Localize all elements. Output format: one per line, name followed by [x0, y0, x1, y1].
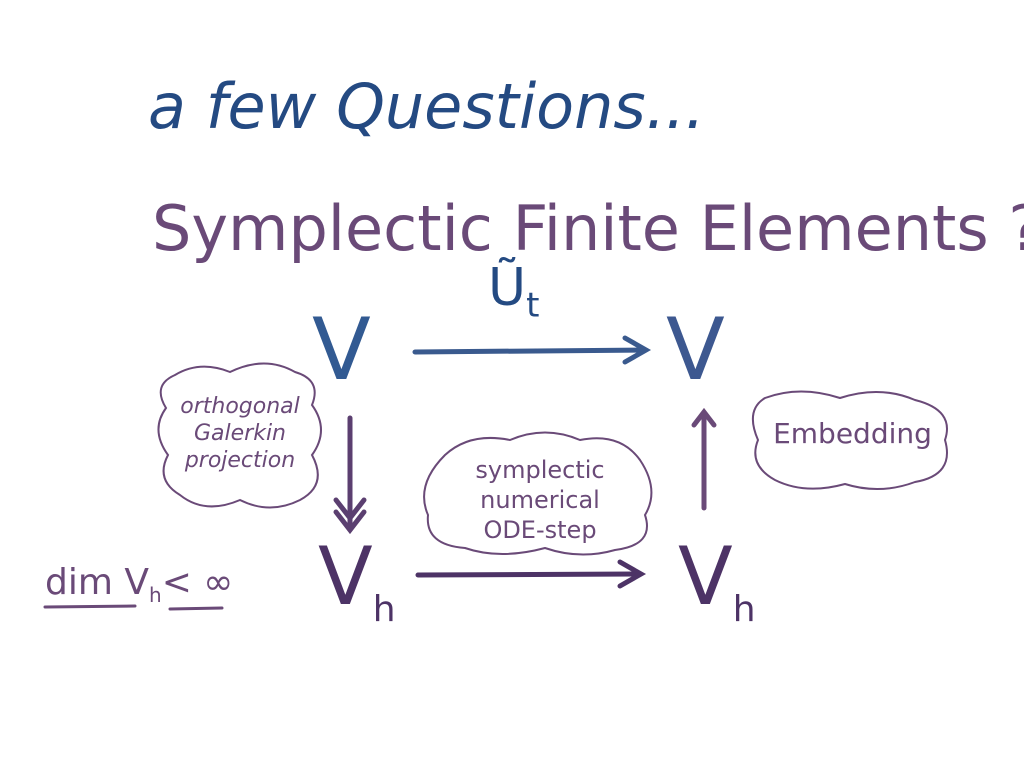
space-symbol: V: [678, 530, 733, 623]
slide-subtitle: Symplectic Finite Elements ?: [152, 192, 1024, 265]
cloud-line: Galerkin: [193, 421, 287, 446]
dim-underline-1: [43, 604, 137, 609]
space-subscript: h: [372, 589, 396, 630]
left-cloud-outline: [157, 362, 322, 509]
left-cloud-text: orthogonal Galerkin projection: [165, 393, 315, 474]
cloud-line: symplectic: [475, 456, 605, 484]
top-right-space: V: [666, 300, 725, 400]
cloud-line: Embedding: [773, 417, 932, 450]
up-arrow-embedding: [691, 407, 717, 511]
operator-subscript: t: [526, 285, 540, 326]
cloud-line: numerical: [480, 486, 600, 514]
cloud-line: ODE-step: [483, 516, 597, 544]
dimension-note: dim Vh< ∞: [45, 562, 233, 607]
cloud-line: orthogonal: [180, 394, 300, 419]
middle-cloud-text: symplectic numerical ODE-step: [440, 455, 640, 545]
right-cloud-outline: [751, 390, 948, 491]
dim-underline-2: [168, 606, 224, 611]
dim-suffix: < ∞: [161, 562, 234, 603]
bottom-left-space: Vh: [318, 530, 396, 630]
cloud-line: projection: [184, 448, 296, 473]
bottom-arrow: [415, 559, 647, 589]
top-left-space: V: [312, 300, 371, 400]
slide-title: a few Questions...: [148, 70, 705, 143]
top-arrow-label: Ũt: [488, 258, 539, 325]
operator-symbol: Ũ: [488, 258, 527, 318]
bottom-right-space: Vh: [678, 530, 756, 630]
top-arrow: [412, 335, 652, 365]
dim-prefix: dim V: [45, 562, 149, 603]
right-cloud-text: Embedding: [760, 417, 945, 450]
down-arrow-projection: [333, 415, 367, 535]
dim-subscript: h: [149, 583, 162, 608]
middle-cloud-outline: [423, 431, 653, 556]
space-subscript: h: [732, 589, 756, 630]
space-symbol: V: [318, 530, 373, 623]
